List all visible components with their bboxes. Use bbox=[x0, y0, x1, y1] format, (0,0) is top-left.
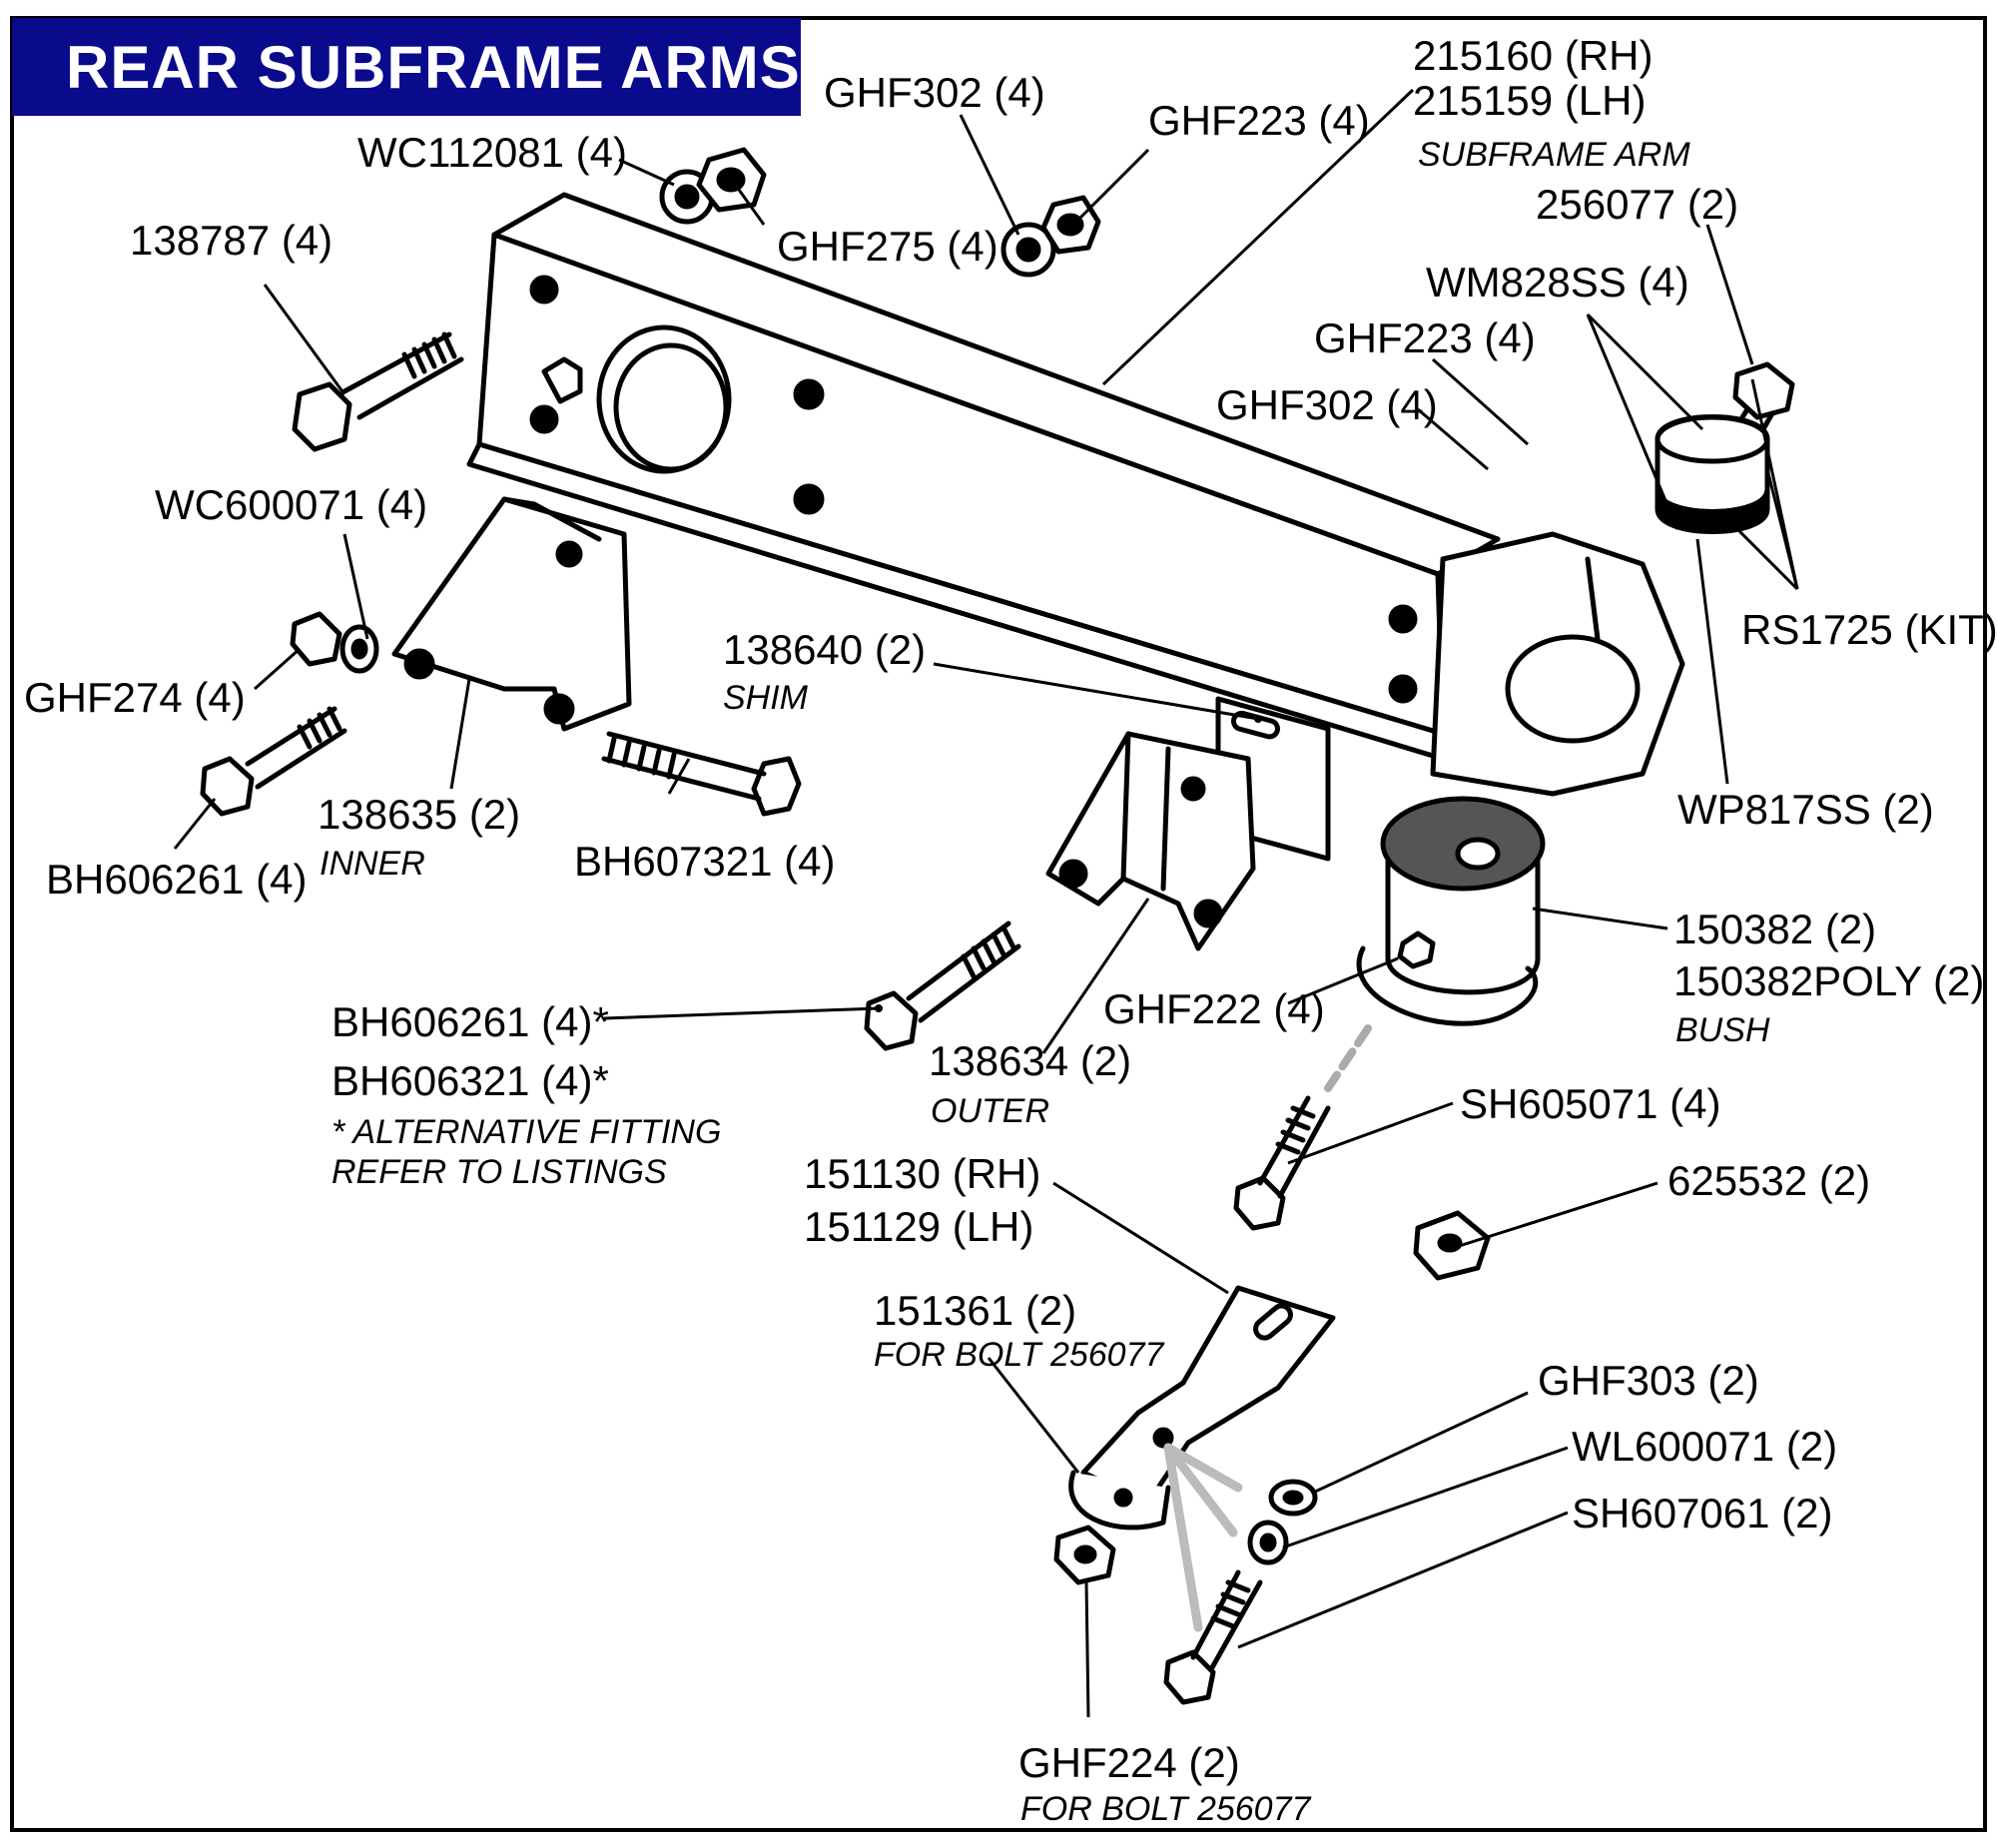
label-wl600071: WL600071 (2) bbox=[1572, 1423, 1838, 1470]
label-wc112081: WC112081 (4) bbox=[357, 129, 628, 176]
label-for-bolt-1: FOR BOLT 256077 bbox=[874, 1336, 1164, 1374]
label-ghf224: GHF224 (2) bbox=[1018, 1739, 1240, 1786]
label-ghf302-top: GHF302 (4) bbox=[824, 69, 1045, 116]
ghf224-nut bbox=[1053, 1525, 1116, 1585]
bolt-bh607321 bbox=[601, 731, 802, 817]
page-title: REAR SUBFRAME ARMS bbox=[66, 33, 801, 101]
label-151129: 151129 (LH) bbox=[804, 1203, 1034, 1250]
label-ghf302-mid: GHF302 (4) bbox=[1216, 381, 1438, 428]
ghf223-nut-top bbox=[1040, 195, 1101, 255]
label-bh606261-alt: BH606261 (4)* bbox=[332, 998, 609, 1045]
label-150382poly: 150382POLY (2) bbox=[1673, 957, 1985, 1004]
label-bush: BUSH bbox=[1675, 1011, 1770, 1049]
label-outer: OUTER bbox=[931, 1092, 1049, 1130]
wl600071-spring-washer bbox=[1247, 1520, 1289, 1565]
plate-151361 bbox=[1068, 1470, 1171, 1531]
bolt-sh605071 bbox=[1233, 1095, 1331, 1231]
ghf303-washer bbox=[1268, 1479, 1318, 1517]
label-138635: 138635 (2) bbox=[318, 791, 521, 838]
label-ghf275: GHF275 (4) bbox=[777, 223, 998, 270]
ghf302-washer-top bbox=[1000, 222, 1056, 278]
label-150382: 150382 (2) bbox=[1673, 906, 1877, 952]
label-wm828ss: WM828SS (4) bbox=[1426, 259, 1689, 306]
fitting-guides bbox=[1163, 1443, 1243, 1632]
label-ghf222: GHF222 (4) bbox=[1103, 985, 1325, 1032]
label-138634: 138634 (2) bbox=[929, 1037, 1132, 1084]
label-bh606321: BH606321 (4)* bbox=[332, 1057, 609, 1104]
label-138640: 138640 (2) bbox=[723, 626, 927, 673]
label-inner: INNER bbox=[320, 845, 425, 883]
bush-150382 bbox=[1356, 796, 1546, 1026]
label-rs1725: RS1725 (KIT) bbox=[1741, 606, 1997, 653]
label-shim: SHIM bbox=[723, 679, 808, 717]
label-256077: 256077 (2) bbox=[1536, 181, 1739, 228]
subframe-arm bbox=[466, 192, 1685, 797]
label-625532: 625532 (2) bbox=[1667, 1157, 1871, 1204]
label-138787: 138787 (4) bbox=[130, 217, 333, 264]
label-wc600071: WC600071 (4) bbox=[155, 481, 428, 528]
label-bh607321: BH607321 (4) bbox=[574, 838, 836, 885]
label-151130: 151130 (RH) bbox=[804, 1150, 1041, 1197]
bracket-138634 bbox=[1045, 731, 1256, 951]
leader-lines bbox=[173, 88, 1799, 1718]
bolt-138787 bbox=[292, 331, 464, 452]
label-alt-fitting: * ALTERNATIVE FITTING bbox=[332, 1113, 722, 1151]
bracket-138635 bbox=[391, 496, 632, 732]
label-refer-listings: REFER TO LISTINGS bbox=[332, 1153, 667, 1191]
nut-625532 bbox=[1413, 1210, 1491, 1281]
label-ghf274: GHF274 (4) bbox=[24, 674, 246, 721]
label-subframe-arm: SUBFRAME ARM bbox=[1418, 136, 1690, 174]
label-ghf223-mid: GHF223 (4) bbox=[1314, 314, 1536, 361]
diagram-border bbox=[10, 16, 1987, 1832]
label-sh607061: SH607061 (2) bbox=[1572, 1490, 1833, 1537]
label-bh606261-left: BH606261 (4) bbox=[46, 856, 308, 903]
wc600071-washer bbox=[339, 624, 379, 674]
leader-arrowheads bbox=[875, 715, 1262, 1012]
bolt-sh607061 bbox=[1163, 1569, 1263, 1705]
label-ghf223-top: GHF223 (4) bbox=[1148, 97, 1370, 144]
label-151361: 151361 (2) bbox=[874, 1287, 1077, 1334]
ghf275-nut bbox=[696, 147, 767, 213]
label-wp817ss: WP817SS (2) bbox=[1677, 786, 1934, 833]
label-215159: 215159 (LH) bbox=[1413, 77, 1647, 124]
rs1725-kit bbox=[1655, 361, 1795, 534]
label-sh605071: SH605071 (4) bbox=[1460, 1080, 1721, 1127]
bolt-bh606261-alt bbox=[864, 921, 1021, 1051]
label-215160: 215160 (RH) bbox=[1413, 32, 1654, 79]
label-for-bolt-2: FOR BOLT 256077 bbox=[1020, 1790, 1311, 1828]
title-bar: REAR SUBFRAME ARMS bbox=[12, 18, 801, 116]
ghf274-nut bbox=[290, 611, 342, 667]
dashed-connector bbox=[1324, 1024, 1372, 1092]
label-ghf303: GHF303 (2) bbox=[1538, 1357, 1759, 1404]
